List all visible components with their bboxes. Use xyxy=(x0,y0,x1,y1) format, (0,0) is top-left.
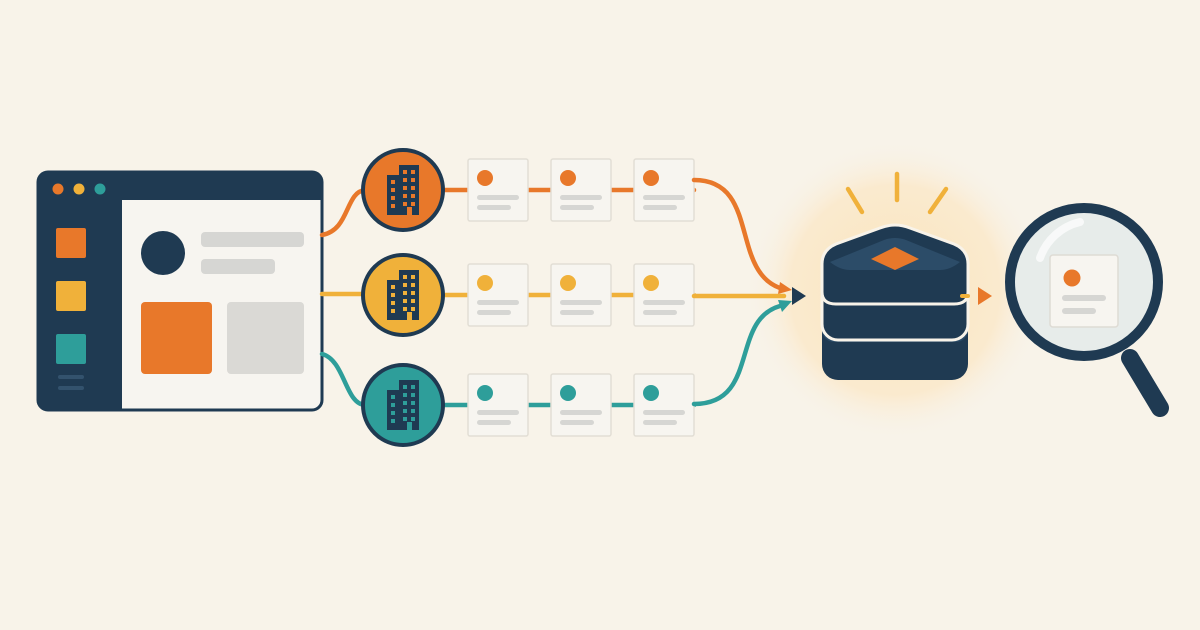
source-node-orange xyxy=(361,148,445,232)
database-top-diamond xyxy=(871,247,919,270)
window-dot-orange xyxy=(52,183,64,195)
record-card xyxy=(550,158,612,222)
record-card xyxy=(467,158,529,222)
record-card xyxy=(550,373,612,437)
source-node-yellow xyxy=(361,253,445,337)
app-window xyxy=(36,170,324,412)
hub-connectors xyxy=(691,177,806,407)
output-arrow xyxy=(960,287,992,305)
source-row-orange xyxy=(361,148,697,232)
sidebar-square-teal xyxy=(56,334,86,364)
record-card xyxy=(467,263,529,327)
window-dot-teal xyxy=(94,183,106,195)
content-block-gray xyxy=(227,302,304,374)
building-icon xyxy=(387,380,419,430)
record-card xyxy=(550,263,612,327)
record-card xyxy=(633,373,695,437)
source-row-teal xyxy=(361,363,697,447)
document-card-icon xyxy=(1049,254,1119,328)
window-dot-yellow xyxy=(73,183,85,195)
profile-avatar xyxy=(141,231,185,275)
building-icon xyxy=(387,165,419,215)
stacked-database-icon xyxy=(820,171,970,380)
window-connectors xyxy=(319,187,368,408)
record-card xyxy=(467,373,529,437)
sidebar-square-yellow xyxy=(56,281,86,311)
sidebar-square-orange xyxy=(56,228,86,258)
record-card xyxy=(633,263,695,327)
content-block-orange xyxy=(141,302,212,374)
building-icon xyxy=(387,270,419,320)
magnifying-glass-icon xyxy=(1005,203,1169,417)
source-row-yellow xyxy=(361,253,697,337)
hub-input-arrow xyxy=(792,287,806,305)
source-node-teal xyxy=(361,363,445,447)
record-card xyxy=(633,158,695,222)
